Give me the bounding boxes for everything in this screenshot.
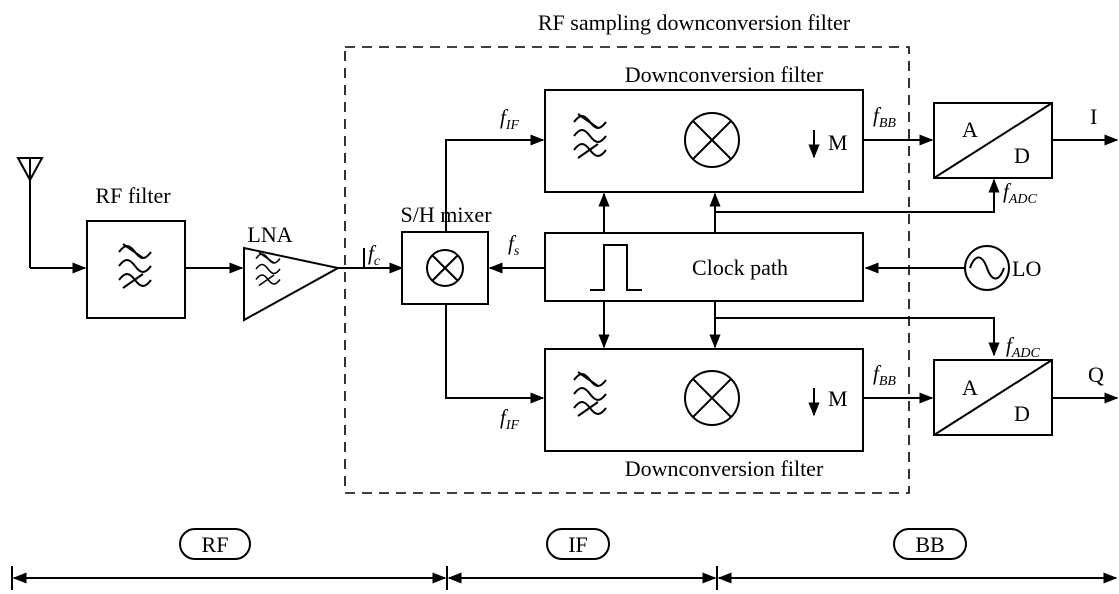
fif-top-label: fIF bbox=[500, 105, 520, 133]
decim-bottom: M bbox=[828, 386, 848, 411]
clock-to-adc-top bbox=[715, 178, 1000, 213]
domain-if: IF bbox=[568, 532, 588, 557]
downconv-filter-bottom bbox=[544, 348, 864, 452]
decim-top: M bbox=[828, 130, 848, 155]
domain-rf: RF bbox=[202, 532, 229, 557]
rf-filter-label: RF filter bbox=[95, 183, 171, 208]
lna-amplifier bbox=[243, 246, 341, 322]
downconv-bottom-label: Downconversion filter bbox=[625, 456, 824, 481]
adc-top-d: D bbox=[1014, 143, 1030, 168]
mixer-to-top-filter bbox=[445, 134, 545, 232]
mixer-icon bbox=[684, 370, 740, 426]
lna-label: LNA bbox=[247, 222, 292, 247]
clock-path-label: Clock path bbox=[692, 255, 788, 280]
output-q: Q bbox=[1088, 362, 1104, 387]
pulse-icon bbox=[590, 244, 642, 291]
diagram-title: RF sampling downconversion filter bbox=[538, 10, 851, 35]
rf-sampling-boundary bbox=[344, 46, 910, 494]
rf-filter-block bbox=[86, 220, 186, 319]
fadc-bottom-label: fADC bbox=[1006, 333, 1041, 361]
mixer-icon bbox=[426, 249, 464, 287]
clock-to-adc-bottom bbox=[715, 317, 1000, 357]
fif-bottom-label: fIF bbox=[500, 405, 520, 433]
mixer-icon bbox=[684, 112, 740, 168]
output-i: I bbox=[1090, 104, 1097, 129]
antenna-icon bbox=[16, 157, 87, 274]
sine-source-icon bbox=[964, 245, 1010, 291]
downconv-filter-top bbox=[544, 89, 864, 193]
adc-bottom-a: A bbox=[962, 375, 978, 400]
lo-label: LO bbox=[1012, 256, 1041, 281]
adc-bottom-d: D bbox=[1014, 401, 1030, 426]
fbb-bottom-label: fBB bbox=[873, 361, 896, 389]
fs-label: fs bbox=[508, 231, 520, 259]
adc-top-a: A bbox=[962, 117, 978, 142]
fc-label: fc bbox=[368, 241, 381, 269]
fbb-top-label: fBB bbox=[873, 103, 896, 131]
domain-bb: BB bbox=[915, 532, 944, 557]
mixer-to-bottom-filter bbox=[445, 304, 545, 404]
downconv-top-label: Downconversion filter bbox=[625, 62, 824, 87]
fadc-top-label: fADC bbox=[1003, 179, 1038, 207]
